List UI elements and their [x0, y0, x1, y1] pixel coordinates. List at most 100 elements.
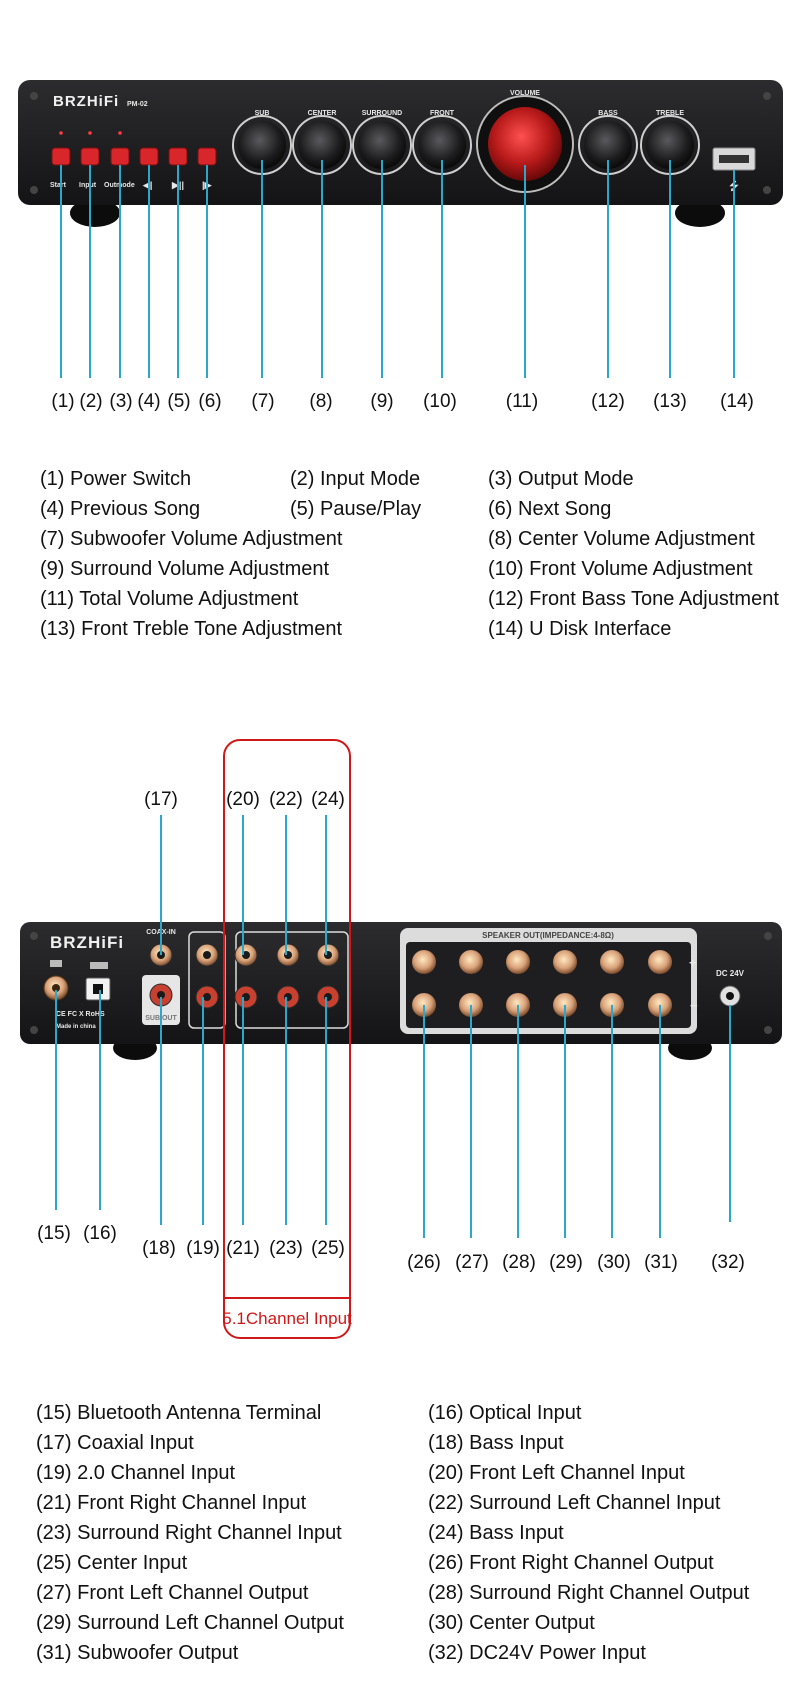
- legend-item: (22) Surround Left Channel Input: [428, 1492, 721, 1514]
- callout-label: (14): [720, 391, 754, 412]
- legend-item: (31) Subwoofer Output: [36, 1642, 239, 1664]
- channel-51-title: 5.1Channel Input: [222, 1309, 352, 1328]
- callout-label: (23): [269, 1238, 303, 1259]
- knob-label-bass: BASS: [598, 110, 618, 117]
- screw-icon: [30, 92, 38, 100]
- power-button[interactable]: [51, 147, 71, 166]
- previous-song-button[interactable]: [139, 147, 159, 166]
- callout-label: (13): [653, 391, 687, 412]
- dc-power-jack[interactable]: [719, 985, 741, 1007]
- rear-legend-col2: (16) Optical Input (18) Bass Input (20) …: [428, 1398, 749, 1668]
- front-callout-numbers: (1) (2) (3) (4) (5) (6) (7) (8) (9) (10)…: [51, 391, 754, 412]
- surround-left-input-jack[interactable]: [276, 943, 300, 967]
- front-panel: BRZHiFi PM-02 Start Input Outmode ◀| ▶||…: [18, 80, 783, 227]
- dc-label: DC 24V: [716, 969, 745, 978]
- callout-label: (21): [226, 1238, 260, 1259]
- callout-label: (5): [167, 391, 190, 412]
- legend-item: (25) Center Input: [36, 1552, 188, 1574]
- knob-label-volume: VOLUME: [510, 90, 540, 97]
- rear-callout-lines: [55, 815, 731, 1238]
- legend-item: (18) Bass Input: [428, 1432, 564, 1454]
- bluetooth-antenna-terminal[interactable]: [43, 975, 69, 1001]
- front-legend-col3: (3) Output Mode (6) Next Song (8) Center…: [488, 464, 779, 644]
- legend-item: (28) Surround Right Channel Output: [428, 1582, 750, 1604]
- legend-item: (8) Center Volume Adjustment: [488, 528, 755, 550]
- callout-label: (12): [591, 391, 625, 412]
- knob-label-center: CENTER: [308, 110, 337, 117]
- callout-label: (28): [502, 1252, 536, 1273]
- legend-item: (30) Center Output: [428, 1612, 595, 1634]
- start-button-label: Start: [50, 182, 67, 189]
- front-foot-left: [70, 199, 120, 227]
- legend-item: (29) Surround Left Channel Output: [36, 1612, 344, 1634]
- channel-2-0-input-white[interactable]: [195, 943, 219, 967]
- center-input-jack[interactable]: [316, 985, 340, 1009]
- previous-icon: ◀|: [142, 180, 152, 190]
- callout-label: (24): [311, 789, 345, 810]
- legend-item: (4) Previous Song: [40, 498, 201, 520]
- bass-input-jack[interactable]: [149, 983, 173, 1007]
- front-foot-right: [675, 199, 725, 227]
- screw-icon: [763, 92, 771, 100]
- front-right-input-jack[interactable]: [234, 985, 258, 1009]
- legend-item: (26) Front Right Channel Output: [428, 1552, 714, 1574]
- rear-legend-col1: (15) Bluetooth Antenna Terminal (17) Coa…: [36, 1398, 344, 1668]
- callout-label: (26): [407, 1252, 441, 1273]
- legend-item: (14) U Disk Interface: [488, 618, 672, 640]
- front-legend-col2: (2) Input Mode (5) Pause/Play: [290, 464, 421, 524]
- rear-callout-numbers: (17) (20) (22) (24) (15) (16) (18) (19) …: [37, 789, 745, 1273]
- legend-item: (13) Front Treble Tone Adjustment: [40, 618, 343, 640]
- output-mode-button[interactable]: [110, 147, 130, 166]
- callout-label: (8): [309, 391, 332, 412]
- knob-volume[interactable]: [476, 95, 574, 193]
- callout-label: (32): [711, 1252, 745, 1273]
- optical-input[interactable]: [85, 977, 111, 1001]
- callout-label: (22): [269, 789, 303, 810]
- knob-label-front: FRONT: [430, 110, 455, 117]
- legend-item: (12) Front Bass Tone Adjustment: [488, 588, 779, 610]
- surround-right-input-jack[interactable]: [276, 985, 300, 1009]
- callout-label: (17): [144, 789, 178, 810]
- legend-item: (3) Output Mode: [488, 468, 634, 490]
- usb-port[interactable]: [712, 147, 756, 171]
- callout-label: (29): [549, 1252, 583, 1273]
- speaker-terminal-30[interactable]: [600, 950, 624, 1017]
- legend-item: (1) Power Switch: [40, 468, 192, 490]
- legend-item: (15) Bluetooth Antenna Terminal: [36, 1402, 322, 1424]
- front-left-input-jack[interactable]: [234, 943, 258, 967]
- legend-item: (32) DC24V Power Input: [428, 1642, 646, 1664]
- front-legend-col1: (1) Power Switch (4) Previous Song (7) S…: [40, 464, 342, 644]
- callout-label: (18): [142, 1238, 176, 1259]
- knob-label-surround: SURROUND: [362, 110, 402, 117]
- bass-input-51-jack[interactable]: [316, 943, 340, 967]
- knob-label-treble: TREBLE: [656, 110, 684, 117]
- callout-label: (2): [79, 391, 102, 412]
- legend-item: (21) Front Right Channel Input: [36, 1492, 307, 1514]
- callout-label: (19): [186, 1238, 220, 1259]
- callout-label: (3): [109, 391, 132, 412]
- legend-item: (5) Pause/Play: [290, 498, 422, 520]
- callout-label: (4): [137, 391, 160, 412]
- screw-icon: [763, 186, 771, 194]
- legend-item: (27) Front Left Channel Output: [36, 1582, 309, 1604]
- rear-brand-logo: BRZHiFi: [50, 933, 124, 952]
- callout-label: (15): [37, 1223, 71, 1244]
- legend-item: (10) Front Volume Adjustment: [488, 558, 753, 580]
- knob-label-sub: SUB: [255, 110, 270, 117]
- callout-label: (25): [311, 1238, 345, 1259]
- callout-label: (20): [226, 789, 260, 810]
- legend-item: (11) Total Volume Adjustment: [40, 588, 299, 610]
- channel-2-0-input-red[interactable]: [195, 985, 219, 1009]
- next-song-button[interactable]: [197, 147, 217, 166]
- callout-label: (1): [51, 391, 74, 412]
- callout-label: (6): [198, 391, 221, 412]
- input-mode-button[interactable]: [80, 147, 100, 166]
- callout-label: (16): [83, 1223, 117, 1244]
- pause-play-button[interactable]: [168, 147, 188, 166]
- legend-item: (7) Subwoofer Volume Adjustment: [40, 528, 343, 550]
- front-callout-lines: [60, 160, 735, 378]
- made-in-label: Made in china: [56, 1024, 96, 1030]
- screw-icon: [30, 186, 38, 194]
- front-brand-logo: BRZHiFi: [53, 93, 119, 110]
- legend-item: (9) Surround Volume Adjustment: [40, 558, 330, 580]
